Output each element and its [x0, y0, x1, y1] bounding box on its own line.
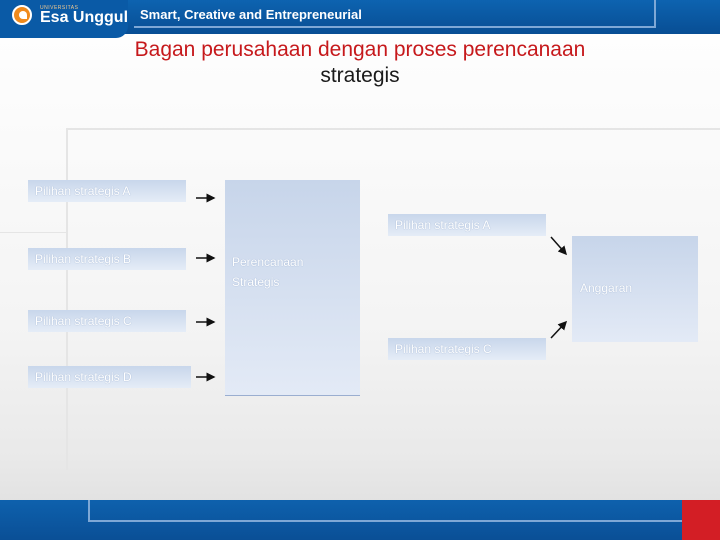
footer-frame — [88, 500, 682, 522]
logo-emblem-icon — [12, 5, 32, 25]
strategic-planning-box — [225, 180, 360, 396]
strategic-planning-label-line-1: Perencanaan — [232, 255, 304, 269]
middle-option-box-c: Pilihan strategis C — [388, 338, 546, 360]
option-box-b: Pilihan strategis B — [28, 248, 186, 270]
budget-box — [572, 236, 698, 342]
strategic-planning-label-line-2: Strategis — [232, 275, 280, 289]
tagline: Smart, Creative and Entrepreneurial — [140, 7, 362, 22]
slide-title: Bagan perusahaan dengan proses perencana… — [60, 37, 660, 89]
strategic-planning-label: Perencanaan Strategis — [232, 252, 342, 292]
title-line-1: Bagan perusahaan dengan proses perencana… — [134, 38, 586, 61]
middle-option-box-a: Pilihan strategis A — [388, 214, 546, 236]
background-frame — [66, 128, 720, 470]
tagline-frame — [134, 0, 656, 28]
footer-accent — [682, 500, 720, 540]
option-box-c: Pilihan strategis C — [28, 310, 186, 332]
title-line-2: strategis — [320, 64, 400, 87]
option-box-a: Pilihan strategis A — [28, 180, 186, 202]
logo-text: Esa Unggul — [40, 9, 129, 26]
background-rule — [0, 232, 66, 233]
logo: UNIVERSITAS Esa Unggul — [0, 0, 128, 38]
logo-subtext: UNIVERSITAS — [40, 5, 79, 11]
option-box-d: Pilihan strategis D — [28, 366, 191, 388]
budget-label: Anggaran — [580, 281, 633, 295]
